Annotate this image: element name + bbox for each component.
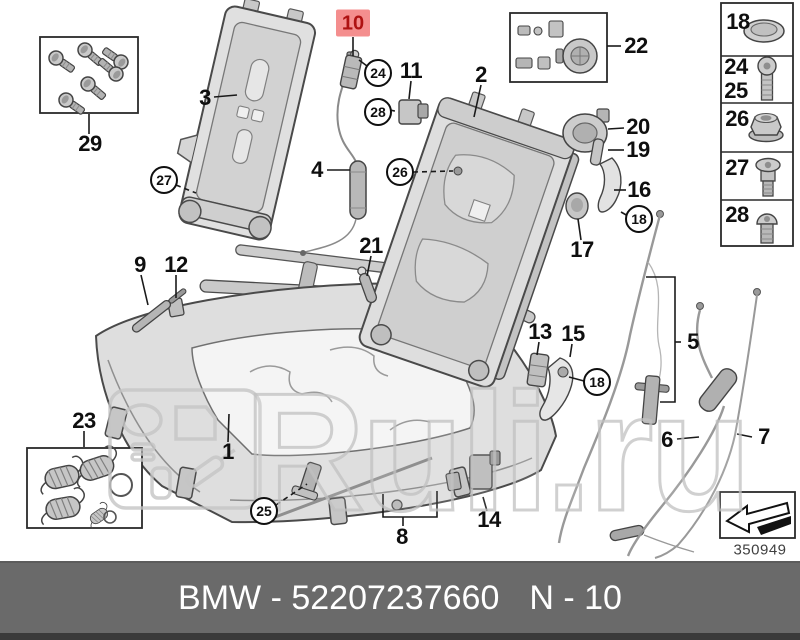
part-13-latch [526,352,550,388]
callout-23: 23 [72,408,96,433]
callout-8: 8 [396,524,408,549]
part-17-cap [565,192,589,220]
part-15-pivot [557,366,569,378]
callout-1: 1 [222,439,234,464]
part-7-cable [654,288,761,559]
callout-21: 21 [359,233,383,258]
callout-6: 6 [661,427,673,452]
callout-9: 9 [134,252,146,277]
callout-27-circled: 27 [150,166,178,194]
hardware-column [720,2,794,247]
callout-18-circled: 18 [583,368,611,396]
callout-22: 22 [624,33,648,58]
callout-19: 19 [626,137,650,162]
callout-18: 18 [726,9,750,34]
part-3-backrest-frame [176,0,317,241]
catalog-number: BMW - 52207237660 [178,578,500,617]
sheet-number: 350949 [733,541,787,559]
callout-28-circled: 28 [364,98,392,126]
footer-bar: BMW - 52207237660 N - 10 [0,561,800,640]
direction-arrow-box [719,491,796,539]
callout-3: 3 [199,85,211,110]
bolt-icon [757,56,777,101]
callout-13: 13 [528,319,552,344]
bolt-point-26 [453,166,463,176]
callout-14: 14 [477,507,501,532]
callout-26-circled: 26 [386,158,414,186]
button-bolt-icon [756,213,778,244]
box-22-drive-set [509,12,608,83]
grommet-icon [743,19,785,43]
part-9-strut [131,288,187,333]
callout-4: 4 [311,157,323,182]
page-code: N - 10 [529,578,622,617]
part-14-lock [469,450,501,490]
callout-16: 16 [627,177,651,202]
part-5-cable [557,210,695,553]
callout-29: 29 [78,131,102,156]
part-6-cable [626,302,738,557]
part-11-bracket [398,99,429,125]
part-10-latch [339,49,363,90]
callout-2: 2 [475,62,487,87]
callout-7: 7 [758,424,770,449]
callout-11: 11 [399,58,423,83]
part-21-lever [357,266,378,304]
part-19-pad [589,138,605,166]
callout-24-circled: 24 [364,59,392,87]
callout-5: 5 [687,329,699,354]
callout-25-circled: 25 [250,497,278,525]
footer-strip [0,633,800,640]
flange-nut-icon [748,112,784,143]
callout-17: 17 [570,237,594,262]
box-29-screw-set [39,36,139,119]
callout-25: 25 [724,78,748,103]
callout-18-circled: 18 [625,205,653,233]
shoulder-bolt-icon [755,157,781,197]
callout-24: 24 [724,54,748,79]
callout-15: 15 [561,321,585,346]
callout-28: 28 [725,202,749,227]
callout-10: 10 [336,9,370,37]
part-8-rod-assembly [261,456,462,524]
callout-26: 26 [725,106,749,131]
callout-20: 20 [626,114,650,139]
part-16-handle [597,157,622,213]
callout-12: 12 [164,252,188,277]
callout-27: 27 [725,155,749,180]
